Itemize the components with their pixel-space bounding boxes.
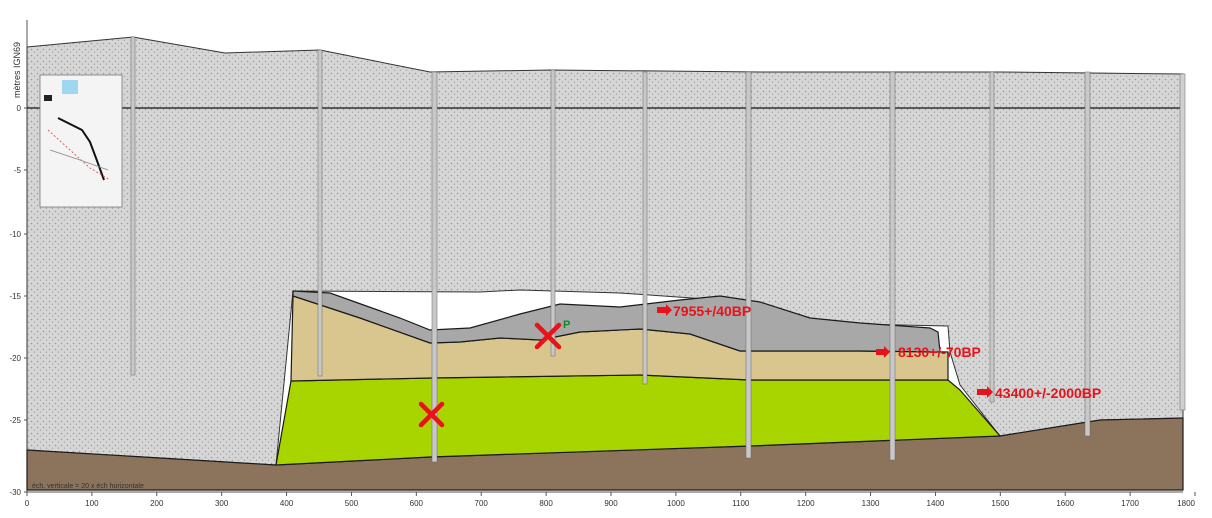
date-label-43400: 43400+/-2000BP: [995, 385, 1101, 401]
y-tick-label: -10: [9, 230, 21, 239]
sample-cross-upper: [534, 322, 562, 350]
borehole: [989, 71, 995, 403]
y-tick-label: -20: [9, 354, 21, 363]
arrow-icon: [657, 304, 993, 398]
location-map-inset: [39, 74, 123, 208]
y-ticks: 0 -5 -10 -15 -20 -25 -30: [9, 104, 27, 497]
x-tick-label: 700: [475, 499, 489, 508]
x-tick-label: 1500: [991, 499, 1009, 508]
sample-cross-lower: [418, 401, 445, 428]
date-label-7955: 7955+/40BP: [673, 303, 751, 319]
y-tick-label: -15: [9, 292, 21, 301]
borehole: [889, 71, 896, 461]
y-tick-label: 0: [17, 104, 22, 113]
borehole: [317, 49, 323, 377]
boreholes: [130, 36, 1186, 463]
x-tick-label: 1600: [1056, 499, 1074, 508]
scale-note: éch. verticale = 20 x éch horizontale: [32, 483, 144, 490]
borehole: [130, 36, 136, 376]
x-tick-label: 900: [604, 499, 618, 508]
x-tick-label: 1700: [1121, 499, 1139, 508]
y-axis-title: mètres IGN69: [12, 42, 22, 98]
x-tick-label: 400: [280, 499, 294, 508]
x-tick-label: 1800: [1177, 499, 1195, 508]
y-tick-label: -30: [9, 488, 21, 497]
x-ticks: 0 100 200 300 400 500 600 700 800 900 1000 1100 1200…: [25, 492, 1196, 508]
x-tick-label: 1300: [862, 499, 880, 508]
x-tick-label: 1000: [667, 499, 685, 508]
date-label-8130: 8130+/-70BP: [898, 344, 981, 360]
borehole: [1084, 71, 1091, 437]
x-tick-label: 300: [215, 499, 229, 508]
x-tick-label: 1400: [927, 499, 945, 508]
borehole: [1179, 73, 1186, 411]
borehole: [642, 71, 648, 385]
y-tick-label: -5: [14, 166, 22, 175]
grey-clay-unit: [292, 290, 941, 353]
x-tick-label: 1200: [797, 499, 815, 508]
x-tick-label: 1100: [732, 499, 750, 508]
borehole: [431, 71, 438, 463]
x-tick-label: 800: [539, 499, 553, 508]
x-tick-label: 0: [25, 499, 30, 508]
marker-p-label: P: [563, 319, 570, 331]
x-tick-label: 500: [345, 499, 359, 508]
borehole: [550, 69, 556, 357]
x-tick-label: 100: [85, 499, 99, 508]
x-tick-label: 600: [410, 499, 424, 508]
x-tick-label: 200: [150, 499, 164, 508]
borehole: [745, 71, 752, 459]
y-tick-label: -25: [9, 416, 21, 425]
